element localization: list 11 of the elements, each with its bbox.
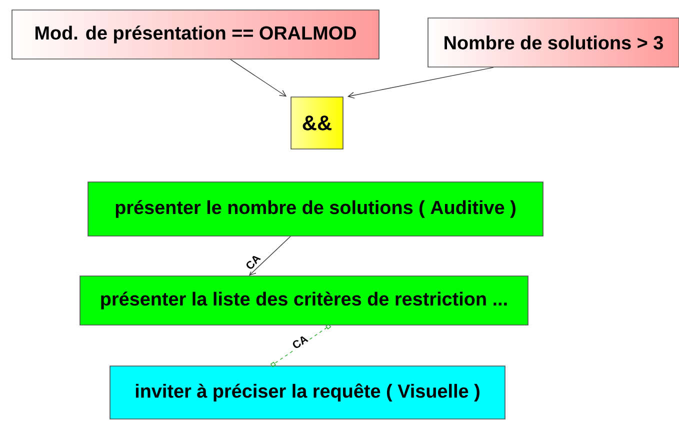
action-box: présenter la liste des critères de restriction ... (80, 276, 528, 326)
arrow (230, 59, 287, 97)
condition-box: Nombre de solutions > 3 (428, 18, 679, 68)
edge-label: CA (290, 333, 310, 351)
arrow (347, 67, 494, 99)
condition-box: Mod. de présentation == ORALMOD (12, 10, 380, 60)
action-box: présenter le nombre de solutions ( Auditive ) (88, 182, 544, 236)
edge-label: CA (243, 252, 263, 272)
arrow (249, 236, 291, 276)
operator-box: && (290, 96, 344, 150)
action-box: inviter à préciser la requête ( Visuelle ) (110, 366, 506, 420)
